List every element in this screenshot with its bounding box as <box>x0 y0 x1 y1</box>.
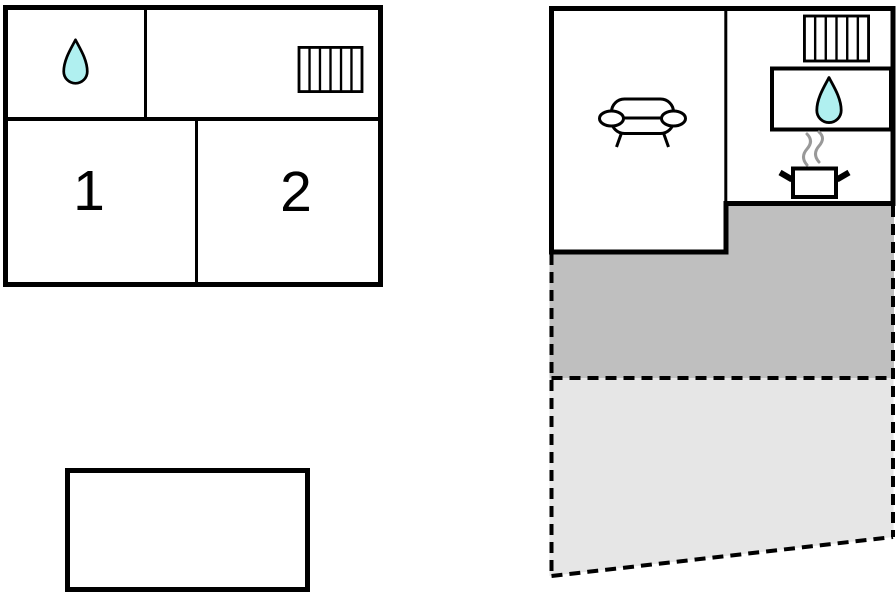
sofa-leg <box>662 132 670 148</box>
sofa-armrest <box>598 109 625 128</box>
terrace-bottom-edge <box>551 535 894 578</box>
pot-handle <box>778 169 794 183</box>
sofa-icon <box>598 97 687 148</box>
water-drop-shape <box>815 76 843 124</box>
wall-bathroom-divider <box>144 10 147 117</box>
open-terrace <box>549 378 894 576</box>
room-1-label: 1 <box>73 159 105 223</box>
terrace-dashed-border <box>549 206 895 578</box>
radiator-fins <box>813 16 860 61</box>
radiator-fins <box>308 47 353 92</box>
water-drop-icon <box>815 76 843 124</box>
wall-room-divider <box>195 121 198 282</box>
radiator-icon <box>297 46 364 93</box>
building-right <box>549 6 896 578</box>
outbuilding-rectangle <box>65 468 310 592</box>
sofa-leg <box>615 132 623 148</box>
steam-icon <box>802 130 824 167</box>
covered-terrace <box>549 201 894 378</box>
sofa-armrest <box>660 109 687 128</box>
water-drop-shape <box>62 38 89 85</box>
building-left-outline: 1 2 <box>3 5 383 287</box>
radiator-icon <box>803 14 870 63</box>
wall-horizontal-divider <box>8 117 378 121</box>
steam-wisp <box>814 130 824 164</box>
pot-handle <box>835 169 851 183</box>
steam-wisp <box>802 132 812 167</box>
pot-body <box>791 166 838 199</box>
cooking-pot-icon <box>778 166 851 199</box>
water-drop-icon <box>62 38 89 85</box>
room-2-label: 2 <box>280 160 312 224</box>
